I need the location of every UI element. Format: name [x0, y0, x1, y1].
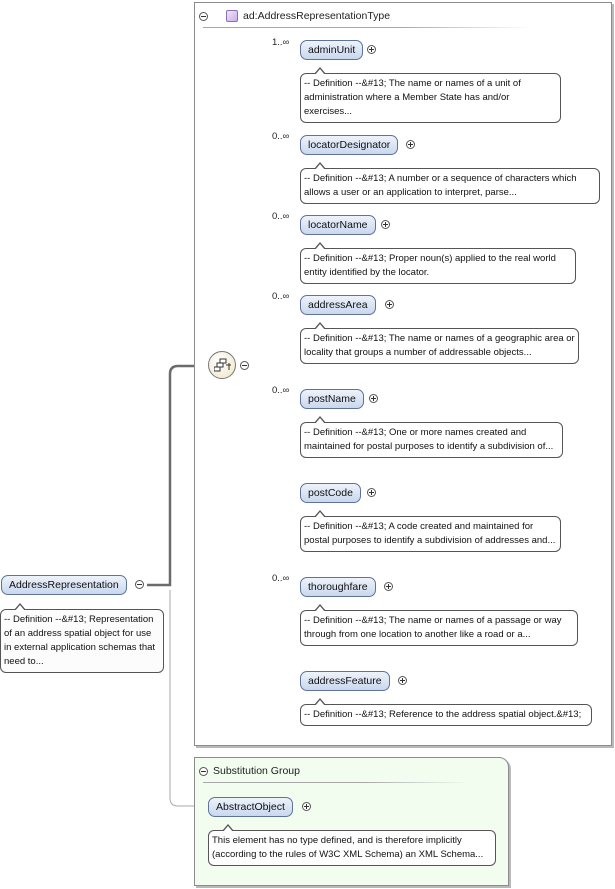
occurrence-label: 0..∞	[272, 131, 290, 142]
child-element-locatordesignator[interactable]: locatorDesignator	[300, 135, 399, 155]
occurrence-label: 0..∞	[272, 573, 290, 584]
substitution-element-abstractobject[interactable]: AbstractObject	[208, 797, 293, 817]
child-element-addressfeature[interactable]: addressFeature	[300, 671, 390, 691]
root-element[interactable]: AddressRepresentation	[1, 575, 127, 595]
child-documentation-postname: -- Definition --&#13; One or more names …	[300, 416, 563, 458]
child-documentation-adminunit: -- Definition --&#13; The name or names …	[300, 67, 561, 123]
title-separator	[203, 782, 468, 783]
root-documentation: -- Definition --&#13; Representation of …	[0, 603, 164, 673]
minus-circle-icon[interactable]	[240, 361, 249, 370]
child-documentation-addressarea: -- Definition --&#13; The name or names …	[300, 322, 579, 364]
minus-circle-icon[interactable]	[135, 580, 144, 589]
occurrence-label: 1..∞	[272, 37, 290, 48]
child-element-postname[interactable]: postName	[300, 389, 364, 409]
sequence-compositor-icon[interactable]	[208, 351, 236, 379]
occurrence-label: 0..∞	[272, 291, 290, 302]
substitution-element-documentation: This element has no type defined, and is…	[208, 824, 496, 866]
substitution-group-header: Substitution Group	[199, 764, 300, 778]
child-element-adminunit[interactable]: adminUnit	[300, 40, 364, 60]
plus-circle-icon[interactable]	[406, 140, 415, 149]
substitution-group-frame: Substitution Group	[194, 757, 509, 886]
occurrence-label: 0..∞	[272, 385, 290, 396]
child-documentation-locatorname: -- Definition --&#13; Proper noun(s) app…	[300, 242, 576, 284]
child-documentation-postcode: -- Definition --&#13; A code created and…	[300, 510, 561, 552]
sequence-glyph	[214, 358, 231, 372]
minus-circle-icon[interactable]	[199, 766, 208, 776]
plus-circle-icon[interactable]	[398, 676, 407, 685]
plus-circle-icon[interactable]	[385, 300, 394, 309]
plus-circle-icon[interactable]	[381, 220, 390, 229]
child-documentation-locatordesignator: -- Definition --&#13; A number or a sequ…	[300, 162, 600, 204]
root-element-label: AddressRepresentation	[9, 579, 119, 591]
child-element-thoroughfare[interactable]: thoroughfare	[300, 577, 376, 597]
plus-circle-icon[interactable]	[302, 802, 311, 811]
complex-type-icon	[226, 10, 238, 22]
occurrence-label: 0..∞	[272, 211, 290, 222]
complex-type-title: ad:AddressRepresentationType	[243, 10, 391, 22]
child-element-addressarea[interactable]: addressArea	[300, 295, 376, 315]
plus-circle-icon[interactable]	[367, 45, 376, 54]
title-separator	[203, 27, 531, 28]
child-element-postcode[interactable]: postCode	[300, 483, 361, 503]
child-documentation-addressfeature: -- Definition --&#13; Reference to the a…	[300, 698, 592, 726]
substitution-group-title: Substitution Group	[213, 765, 300, 777]
minus-circle-icon[interactable]	[199, 11, 208, 21]
child-element-locatorname[interactable]: locatorName	[300, 215, 376, 235]
plus-circle-icon[interactable]	[369, 394, 378, 403]
complex-type-header: ad:AddressRepresentationType	[199, 9, 390, 23]
plus-circle-icon[interactable]	[367, 488, 376, 497]
plus-circle-icon[interactable]	[384, 582, 393, 591]
child-documentation-thoroughfare: -- Definition --&#13; The name or names …	[300, 604, 578, 646]
